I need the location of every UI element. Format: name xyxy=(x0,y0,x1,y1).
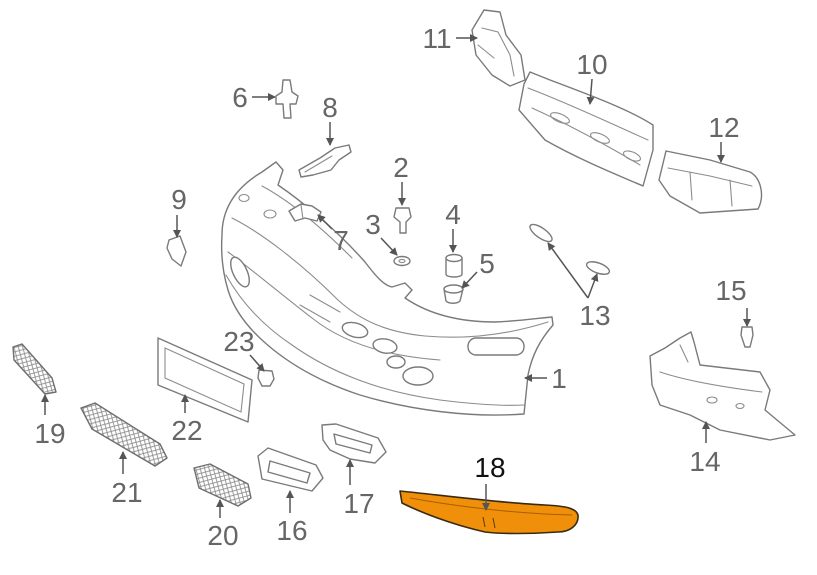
callout-1: 1 xyxy=(551,363,567,394)
callout-8: 8 xyxy=(322,92,338,123)
leader-23 xyxy=(249,354,265,372)
callout-22: 22 xyxy=(171,415,202,446)
leader-5 xyxy=(461,271,478,289)
part-1-bumper-cover xyxy=(220,161,554,416)
callout-18: 18 xyxy=(474,452,505,483)
callout-23: 23 xyxy=(223,326,254,357)
callout-17: 17 xyxy=(343,488,374,519)
leader-3 xyxy=(380,237,398,256)
part-9-clip xyxy=(166,235,187,267)
part-2-bolt xyxy=(393,207,412,234)
part-18-trim-strip xyxy=(399,490,579,535)
part-3-washer xyxy=(393,255,411,267)
part-15-pin xyxy=(740,326,754,348)
leader-7 xyxy=(317,214,333,230)
part-21-grille xyxy=(80,402,168,467)
callout-15: 15 xyxy=(715,275,746,306)
part-10-absorber xyxy=(518,71,654,187)
callout-11: 11 xyxy=(422,23,451,54)
callout-20: 20 xyxy=(207,520,238,551)
part-4-spacer xyxy=(445,253,463,278)
part-6-push-pin xyxy=(275,79,299,119)
part-5-cap xyxy=(443,284,464,304)
part-7-push-pin xyxy=(288,203,322,222)
callout-14: 14 xyxy=(689,446,720,477)
callout-4: 4 xyxy=(445,199,461,230)
callout-3: 3 xyxy=(365,209,381,240)
part-17-bracket xyxy=(321,423,387,464)
part-8-bracket xyxy=(298,144,352,178)
part-20-grille xyxy=(193,463,252,507)
part-14-shield xyxy=(649,331,796,441)
leader-10 xyxy=(586,78,595,105)
callout-13: 13 xyxy=(579,300,610,331)
callout-9: 9 xyxy=(171,184,187,215)
callout-2: 2 xyxy=(393,152,409,183)
part-16-bezel xyxy=(257,447,324,492)
part-11-bracket xyxy=(471,9,526,87)
callout-6: 6 xyxy=(232,82,248,113)
callout-12: 12 xyxy=(708,112,739,143)
callout-19: 19 xyxy=(34,418,65,449)
part-22-plate-bracket xyxy=(157,337,253,423)
callout-10: 10 xyxy=(576,49,607,80)
part-13-inserts xyxy=(529,223,611,275)
part-19-grille xyxy=(12,343,57,395)
leader-13a xyxy=(547,242,589,299)
callout-5: 5 xyxy=(479,248,495,279)
callout-21: 21 xyxy=(111,477,142,508)
callout-16: 16 xyxy=(276,515,307,546)
callout-7: 7 xyxy=(333,225,349,256)
part-23-clip xyxy=(257,369,275,387)
callout-leaders xyxy=(41,34,751,518)
callout-labels: 1 2 3 4 5 6 7 8 9 10 11 12 13 14 15 16 1… xyxy=(34,23,746,551)
part-12-absorber xyxy=(658,150,763,214)
leader-13b xyxy=(587,273,599,299)
